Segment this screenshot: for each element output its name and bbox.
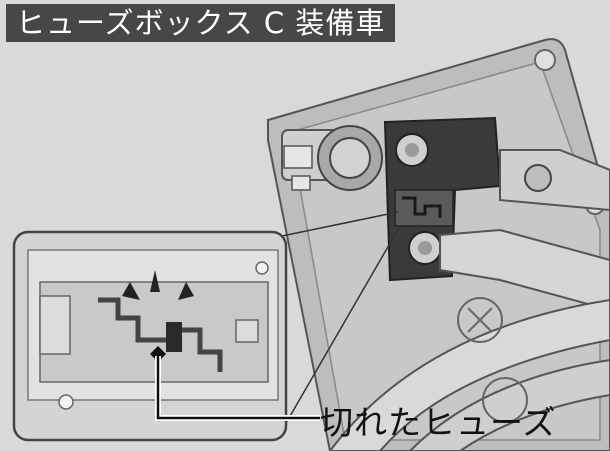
callout-connector — [281, 211, 401, 431]
zoom-inset — [12, 230, 320, 442]
cable-terminal — [328, 149, 610, 451]
page-title: ヒューズボックス C 装備車 — [6, 4, 396, 42]
blown-fuse-label: 切れたヒューズ — [320, 403, 557, 442]
battery-terminal — [281, 125, 383, 191]
fuse-block — [383, 116, 502, 282]
